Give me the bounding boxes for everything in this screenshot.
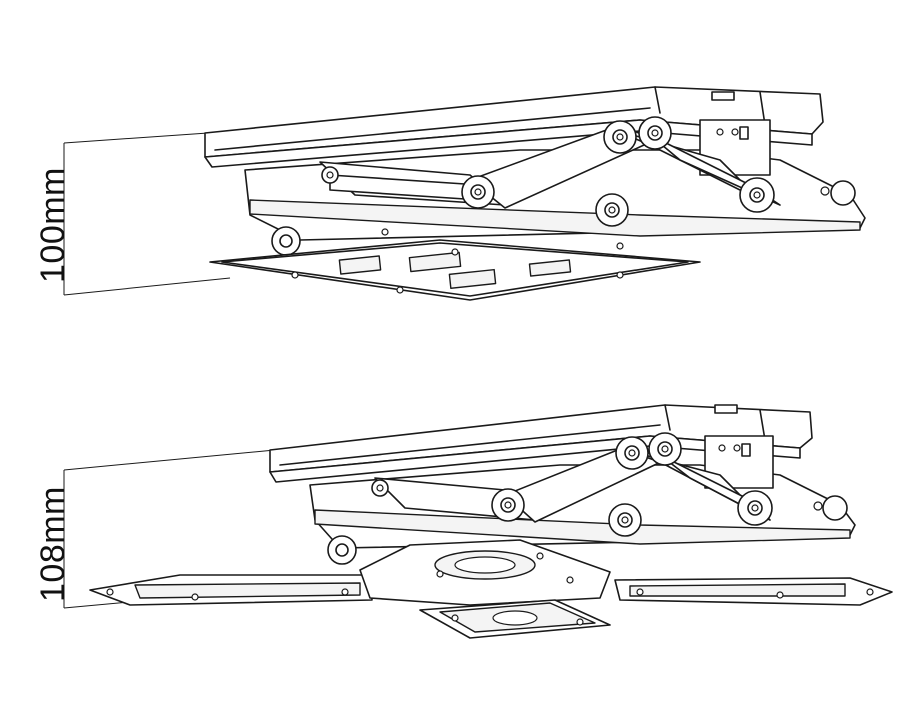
dimension-lines-100	[63, 132, 231, 296]
vesa-plate	[209, 228, 701, 301]
dimension-label-extended: 108mm	[34, 486, 72, 602]
dimension-label-retracted: 100mm	[34, 167, 72, 283]
pivot-joints	[271, 116, 856, 256]
extended-mount-view	[63, 404, 893, 639]
ceiling-plate-2	[269, 404, 813, 483]
extended-vesa-bracket	[89, 539, 893, 639]
dimension-lines-108	[63, 449, 276, 609]
pivot-joints-2	[327, 432, 848, 565]
retracted-mount-view	[63, 86, 866, 301]
